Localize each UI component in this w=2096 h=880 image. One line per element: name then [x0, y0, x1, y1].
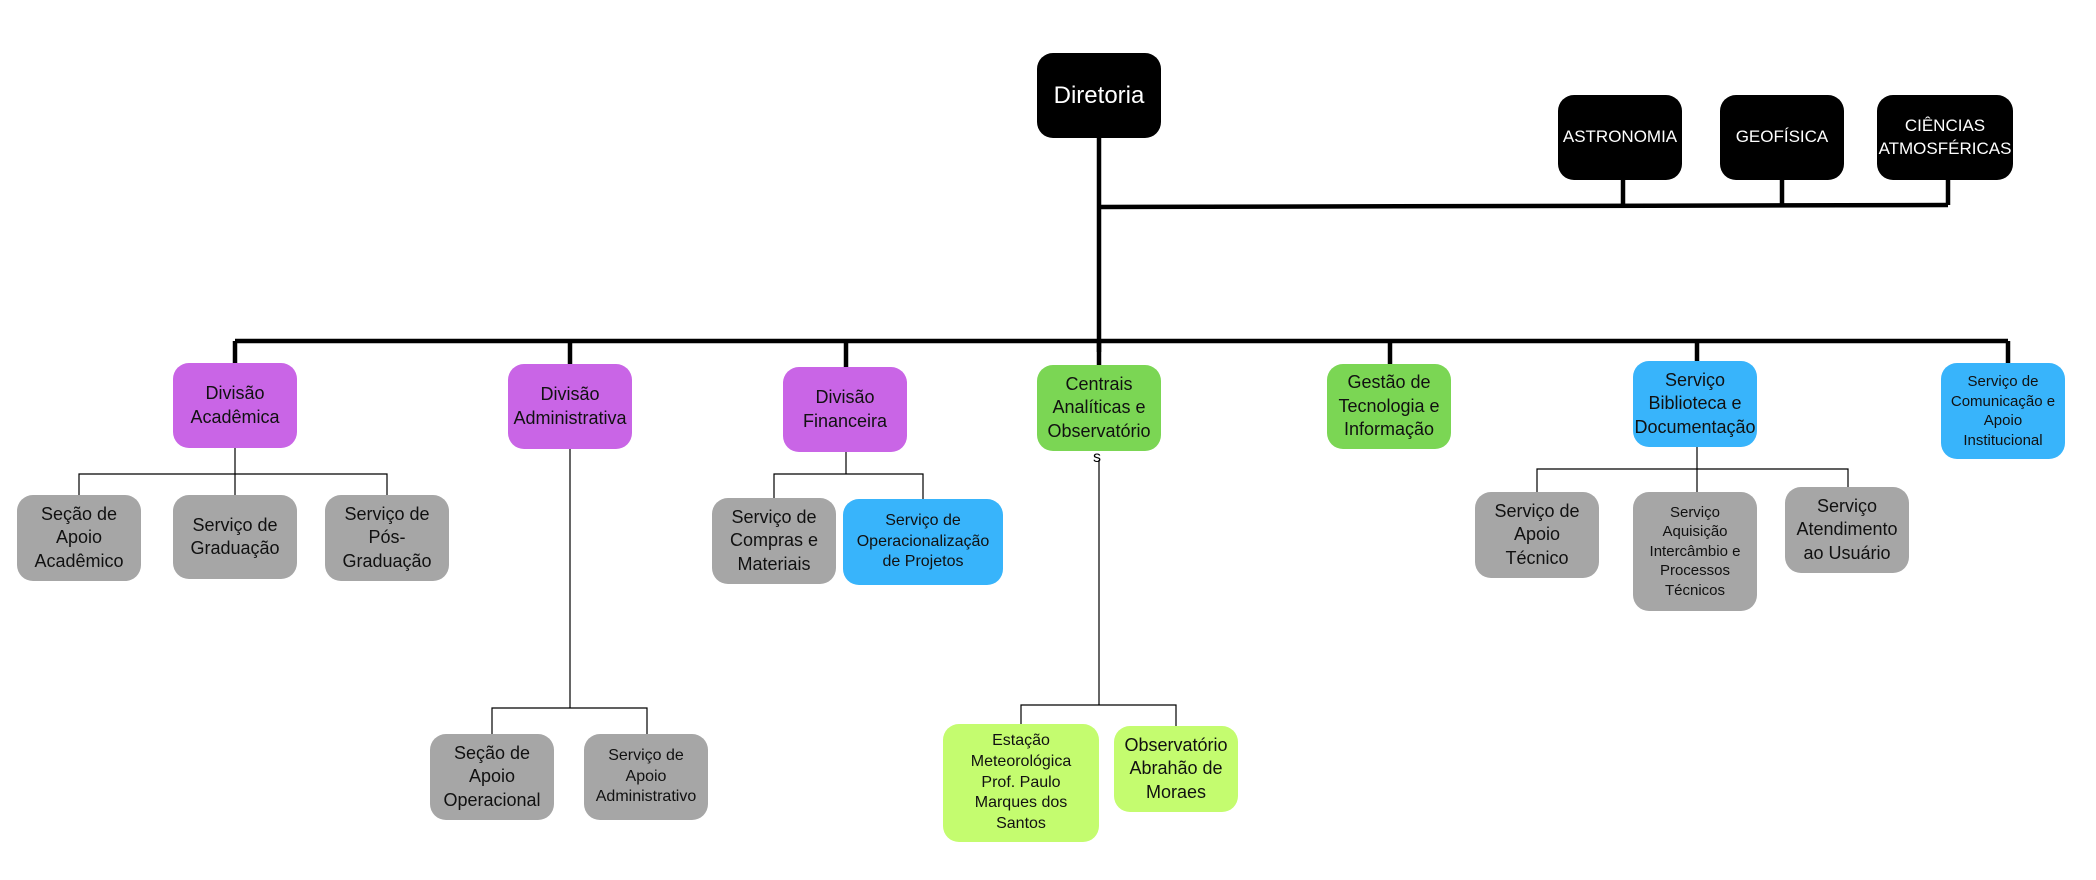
stray-text: s: [1093, 449, 1101, 466]
node-diretoria: Diretoria: [1037, 53, 1161, 138]
node-servico-apoio-tecnico: Serviço de Apoio Técnico: [1475, 492, 1599, 578]
node-ciencias-atmosfericas: CIÊNCIAS ATMOSFÉRICAS: [1877, 95, 2013, 180]
node-divisao-administrativa: Divisão Administrativa: [508, 364, 632, 449]
node-estacao-meteorologica: Estação Meteorológica Prof. Paulo Marque…: [943, 724, 1099, 842]
node-servico-atendimento-usuario: Serviço Atendimento ao Usuário: [1785, 487, 1909, 573]
node-centrais-analiticas: Centrais Analíticas e Observatório: [1037, 365, 1161, 451]
node-geofisica: GEOFÍSICA: [1720, 95, 1844, 180]
node-gestao-tecnologia: Gestão de Tecnologia e Informação: [1327, 364, 1451, 449]
node-servico-operacionalizacao-projetos: Serviço de Operacionalização de Projetos: [843, 499, 1003, 585]
node-servico-comunicacao: Serviço de Comunicação e Apoio Instituci…: [1941, 363, 2065, 459]
child-bus-academica: [78, 473, 388, 495]
node-servico-pos-graduacao: Serviço de Pós- Graduação: [325, 495, 449, 581]
node-servico-apoio-administrativo: Serviço de Apoio Administrativo: [584, 734, 708, 820]
child-bus-centrais: [1020, 704, 1177, 726]
node-servico-graduacao: Serviço de Graduação: [173, 495, 297, 579]
child-bus-administrativa: [491, 707, 648, 734]
child-bus-financeira: [773, 473, 924, 499]
child-bus-biblioteca: [1536, 468, 1849, 492]
node-servico-biblioteca: Serviço Biblioteca e Documentação: [1633, 361, 1757, 447]
node-divisao-academica: Divisão Acadêmica: [173, 363, 297, 448]
node-servico-compras-materiais: Serviço de Compras e Materiais: [712, 498, 836, 584]
node-astronomia: ASTRONOMIA: [1558, 95, 1682, 180]
node-observatorio-abrahao: Observatório Abrahão de Moraes: [1114, 726, 1238, 812]
node-secao-apoio-academico: Seção de Apoio Acadêmico: [17, 495, 141, 581]
node-servico-aquisicao: Serviço Aquisição Intercâmbio e Processo…: [1633, 492, 1757, 611]
node-secao-apoio-operacional: Seção de Apoio Operacional: [430, 734, 554, 820]
departments-bus: [1098, 202, 1949, 210]
node-divisao-financeira: Divisão Financeira: [783, 367, 907, 452]
